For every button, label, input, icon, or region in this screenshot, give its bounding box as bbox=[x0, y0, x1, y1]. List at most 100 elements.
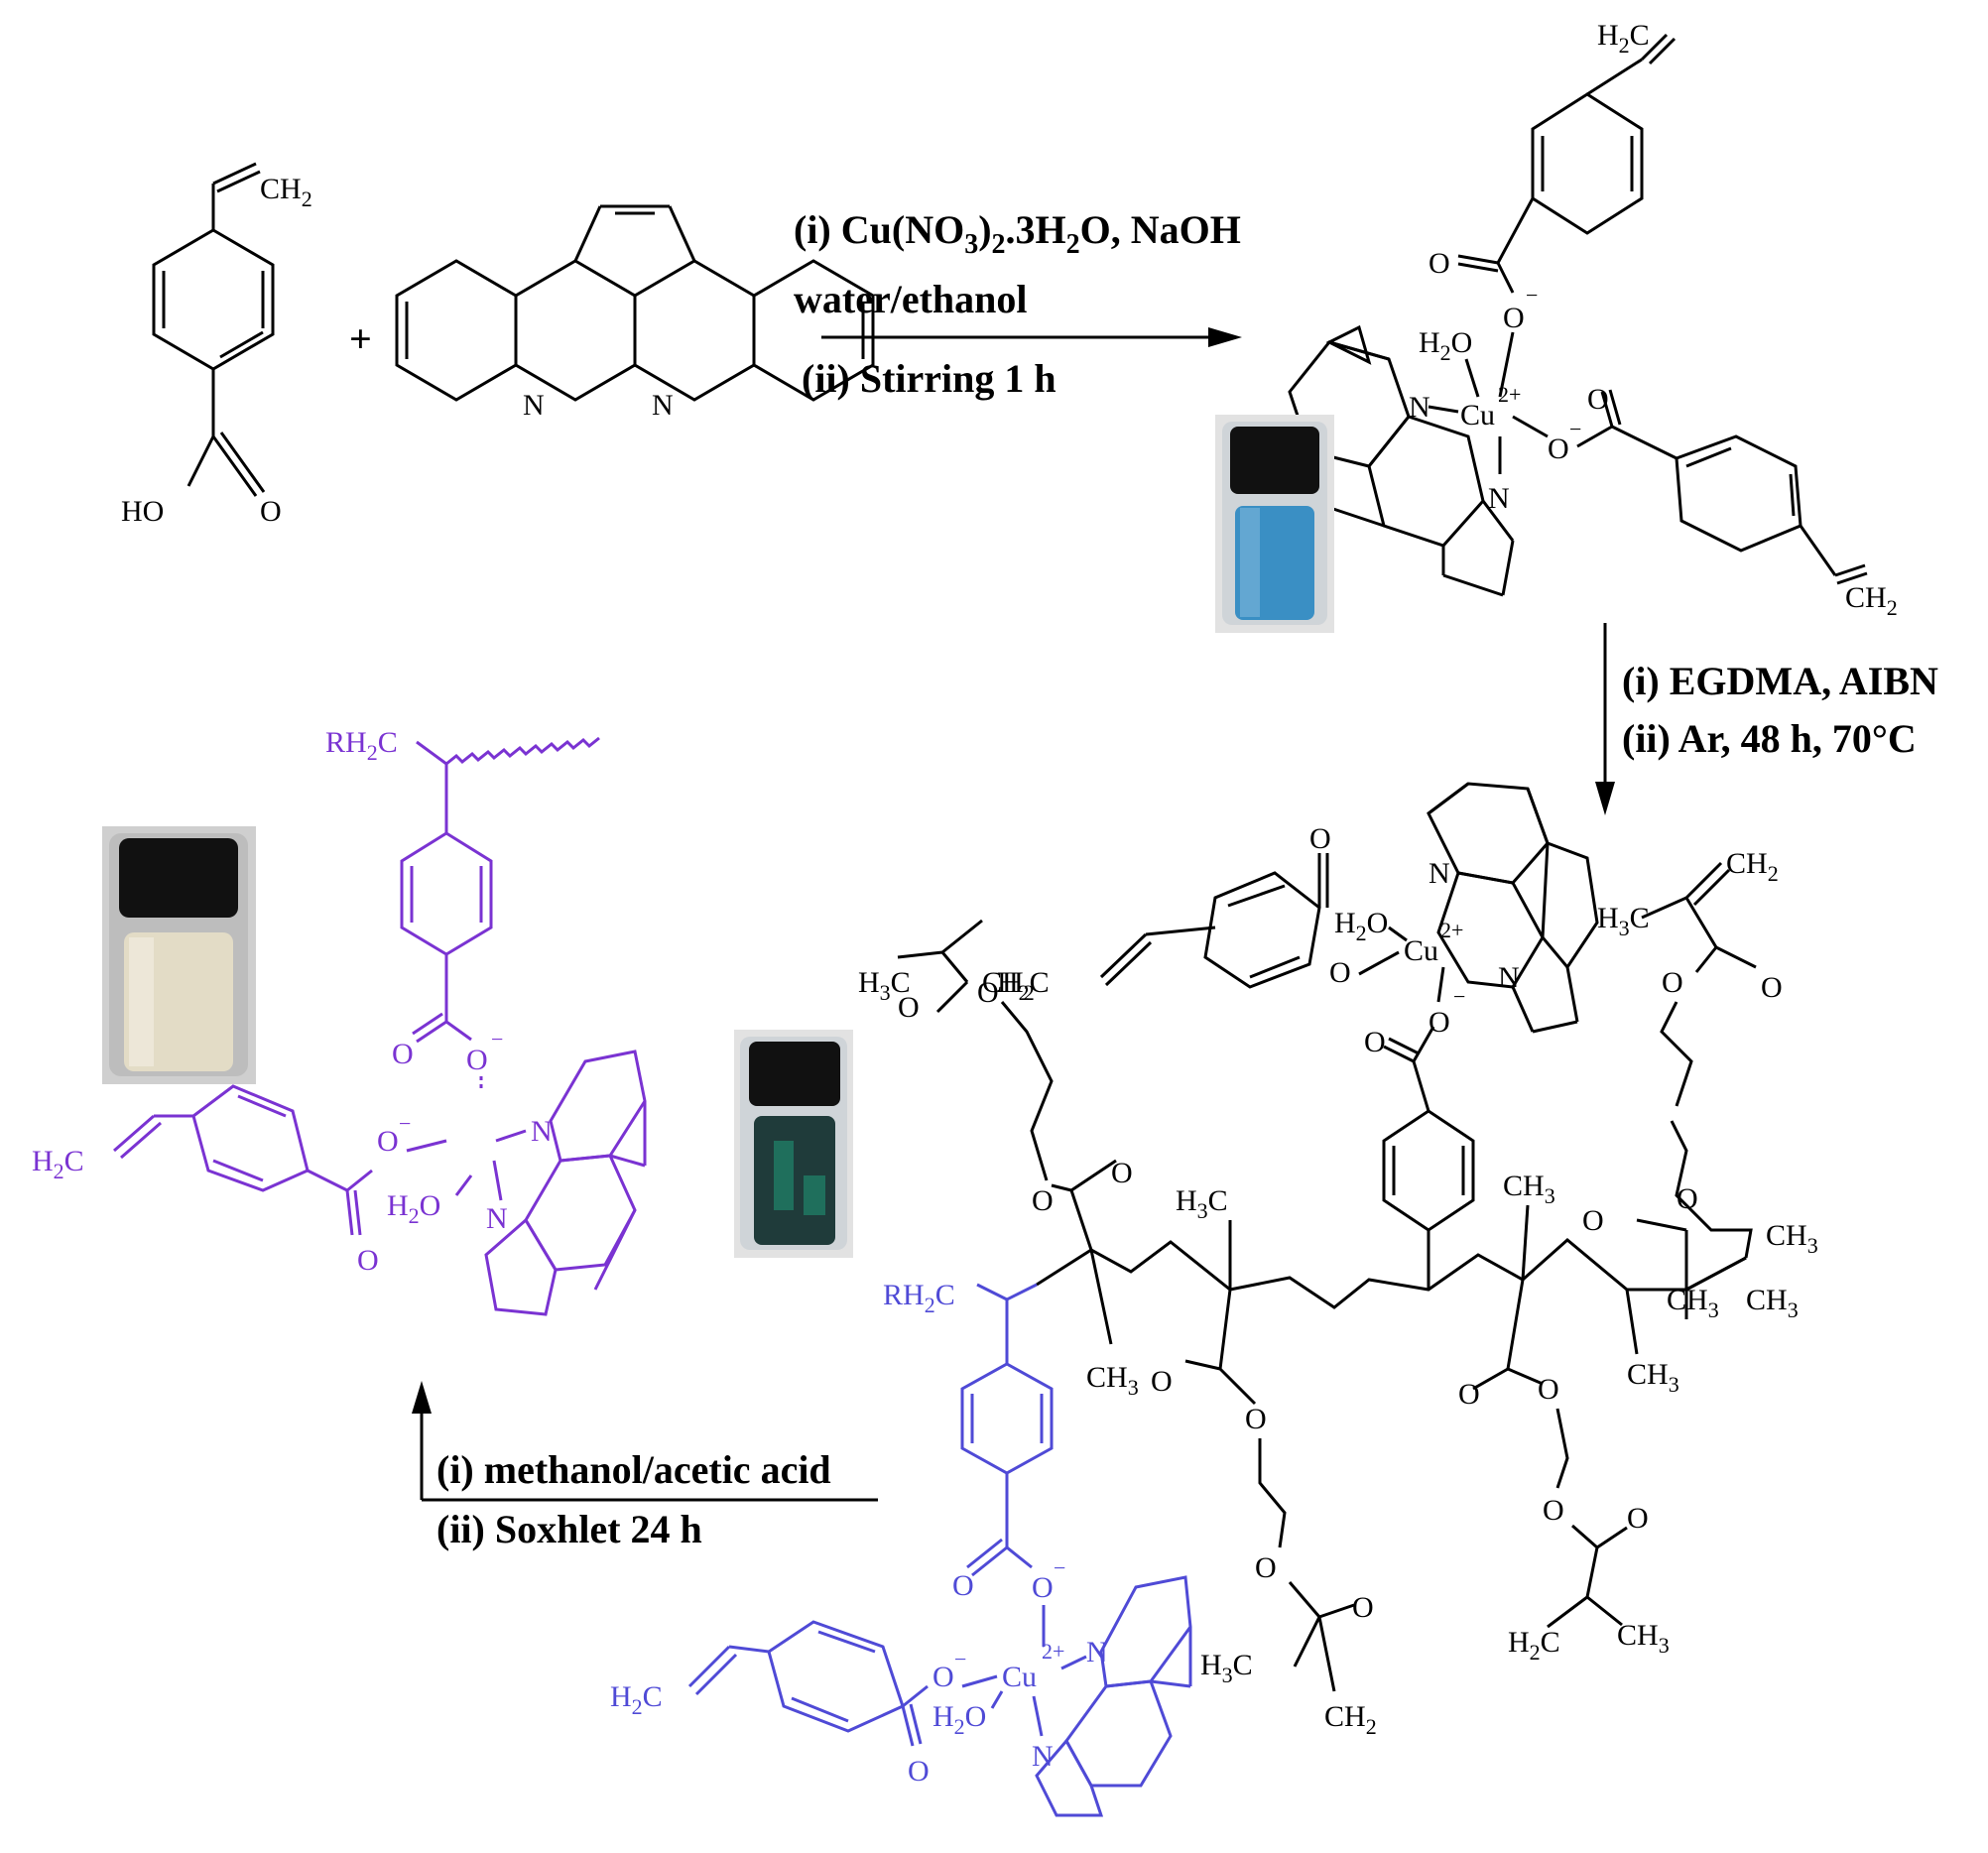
svg-text:O: O bbox=[1151, 1365, 1173, 1398]
svg-text:H2O: H2O bbox=[1334, 907, 1388, 945]
plus-sign: + bbox=[349, 316, 372, 361]
svg-text:N: N bbox=[1488, 482, 1510, 515]
vinylbenzoic-acid: CH2 HO O bbox=[121, 162, 312, 528]
svg-text:−: − bbox=[1453, 984, 1465, 1009]
svg-text:H2O: H2O bbox=[932, 1700, 986, 1739]
svg-text:O: O bbox=[1255, 1551, 1277, 1584]
svg-text:N: N bbox=[1429, 857, 1450, 890]
svg-text:O: O bbox=[1538, 1373, 1559, 1406]
svg-text:H3C: H3C bbox=[1200, 1649, 1253, 1687]
svg-text:−: − bbox=[491, 1027, 503, 1051]
svg-text:CH2: CH2 bbox=[1324, 1700, 1377, 1739]
step2-cond-2: (ii) Ar, 48 h, 70°C bbox=[1622, 716, 1917, 761]
svg-text:CH2: CH2 bbox=[1726, 847, 1779, 886]
svg-text:O: O bbox=[1662, 966, 1683, 999]
svg-text:−: − bbox=[954, 1647, 966, 1671]
svg-text:H2C: H2C bbox=[1597, 19, 1650, 58]
step3-cond-1: (i) methanol/acetic acid bbox=[436, 1447, 831, 1492]
svg-text:O: O bbox=[1548, 432, 1569, 465]
blue-template-complex: RH2C O O − Cu 2+ N N O − H2O O H bbox=[610, 1279, 1192, 1817]
svg-text:O: O bbox=[1761, 971, 1783, 1004]
polymer-vial-photo bbox=[734, 1030, 853, 1258]
copper-complex: H2C O O − H2O Cu 2+ O − O CH2 bbox=[1288, 19, 1898, 620]
step3-arrow: (i) methanol/acetic acid (ii) Soxhlet 24… bbox=[412, 1381, 878, 1551]
purple-template-complex: RH2C O O − N N O − H2O O H2C bbox=[32, 726, 647, 1316]
svg-text:O: O bbox=[1032, 1184, 1054, 1217]
svg-text:O: O bbox=[908, 1755, 930, 1788]
svg-text:H2C: H2C bbox=[32, 1145, 84, 1183]
svg-text:H3C: H3C bbox=[1176, 1184, 1228, 1223]
svg-text:O: O bbox=[1364, 1026, 1386, 1058]
svg-text:N: N bbox=[1086, 1636, 1108, 1668]
svg-text:CH3: CH3 bbox=[1503, 1170, 1555, 1208]
svg-text:O: O bbox=[466, 1044, 488, 1076]
svg-text:O: O bbox=[1352, 1591, 1374, 1624]
svg-text:O: O bbox=[357, 1244, 379, 1277]
step1-cond-1: (i) Cu(NO3)2.3H2O, NaOH bbox=[794, 207, 1241, 260]
svg-text:CH3: CH3 bbox=[1667, 1284, 1719, 1322]
svg-text:Cu: Cu bbox=[1002, 1661, 1037, 1693]
svg-text:O: O bbox=[377, 1125, 399, 1158]
svg-text:CH3: CH3 bbox=[1086, 1361, 1139, 1400]
svg-text:2+: 2+ bbox=[1440, 918, 1463, 942]
cu-label: Cu bbox=[1460, 399, 1495, 432]
svg-text:O: O bbox=[1309, 822, 1331, 855]
svg-text:O: O bbox=[1329, 956, 1351, 989]
svg-text:O: O bbox=[932, 1661, 954, 1693]
svg-text:−: − bbox=[399, 1111, 411, 1136]
svg-text:H2C: H2C bbox=[997, 966, 1050, 1005]
step1-cond-3: (ii) Stirring 1 h bbox=[802, 356, 1056, 401]
svg-text:N: N bbox=[531, 1115, 553, 1148]
svg-text:H3C: H3C bbox=[1597, 902, 1650, 940]
svg-text:−: − bbox=[1054, 1555, 1065, 1580]
o-label: O bbox=[260, 495, 282, 528]
svg-text:Cu: Cu bbox=[1404, 934, 1438, 967]
svg-text:−: − bbox=[1569, 417, 1581, 441]
svg-text:O: O bbox=[1627, 1502, 1649, 1535]
ch2-label: CH2 bbox=[260, 173, 312, 211]
step2-arrow: (i) EGDMA, AIBN (ii) Ar, 48 h, 70°C bbox=[1595, 623, 1938, 815]
svg-text:RH2C: RH2C bbox=[325, 726, 398, 765]
complex-vial-photo bbox=[1215, 415, 1334, 633]
svg-text:O: O bbox=[1245, 1403, 1267, 1435]
svg-text:O: O bbox=[898, 991, 920, 1024]
svg-text:CH3: CH3 bbox=[1617, 1619, 1670, 1658]
svg-text:O: O bbox=[1543, 1494, 1564, 1527]
svg-text:O: O bbox=[1582, 1204, 1604, 1237]
svg-text:H2C: H2C bbox=[1508, 1626, 1560, 1665]
svg-text:CH3: CH3 bbox=[1746, 1284, 1799, 1322]
svg-text:N: N bbox=[1409, 391, 1430, 424]
imprinted-polymer: CH3 H3C O O O O H3C CH2 O O O O H3C CH2 bbox=[858, 782, 1818, 1739]
svg-text:CH2: CH2 bbox=[1845, 581, 1898, 620]
leached-vial-photo bbox=[102, 826, 256, 1084]
svg-text:2+: 2+ bbox=[1498, 382, 1521, 407]
svg-text:O: O bbox=[952, 1569, 974, 1602]
step1-arrow: (i) Cu(NO3)2.3H2O, NaOH water/ethanol (i… bbox=[794, 207, 1242, 401]
svg-text:2+: 2+ bbox=[1042, 1639, 1064, 1664]
svg-text:CH3: CH3 bbox=[1627, 1358, 1679, 1397]
svg-text:O: O bbox=[1429, 247, 1450, 280]
svg-text:CH3: CH3 bbox=[1766, 1219, 1818, 1258]
svg-text:−: − bbox=[1526, 283, 1538, 308]
svg-text:N: N bbox=[486, 1202, 508, 1235]
svg-text:H2O: H2O bbox=[1419, 326, 1472, 365]
svg-text:CH2: CH2 bbox=[982, 966, 1035, 1005]
svg-text:O: O bbox=[1429, 1006, 1450, 1039]
n-label-1: N bbox=[523, 389, 545, 422]
svg-text:H2C: H2C bbox=[610, 1680, 663, 1719]
svg-text:H3C: H3C bbox=[858, 966, 911, 1005]
step2-cond-1: (i) EGDMA, AIBN bbox=[1622, 659, 1938, 703]
svg-text:RH2C: RH2C bbox=[883, 1279, 955, 1317]
step3-cond-2: (ii) Soxhlet 24 h bbox=[436, 1507, 702, 1551]
svg-text:O: O bbox=[1587, 383, 1609, 416]
step1-cond-2: water/ethanol bbox=[794, 277, 1028, 321]
svg-text:O: O bbox=[1032, 1571, 1054, 1604]
svg-text:O: O bbox=[1111, 1157, 1133, 1189]
svg-text:N: N bbox=[1498, 961, 1520, 994]
ho-label: HO bbox=[121, 495, 164, 528]
svg-text:O: O bbox=[977, 976, 999, 1009]
phenanthroline: N N bbox=[395, 204, 875, 422]
svg-text:O: O bbox=[1677, 1182, 1698, 1215]
n-label-2: N bbox=[652, 389, 674, 422]
